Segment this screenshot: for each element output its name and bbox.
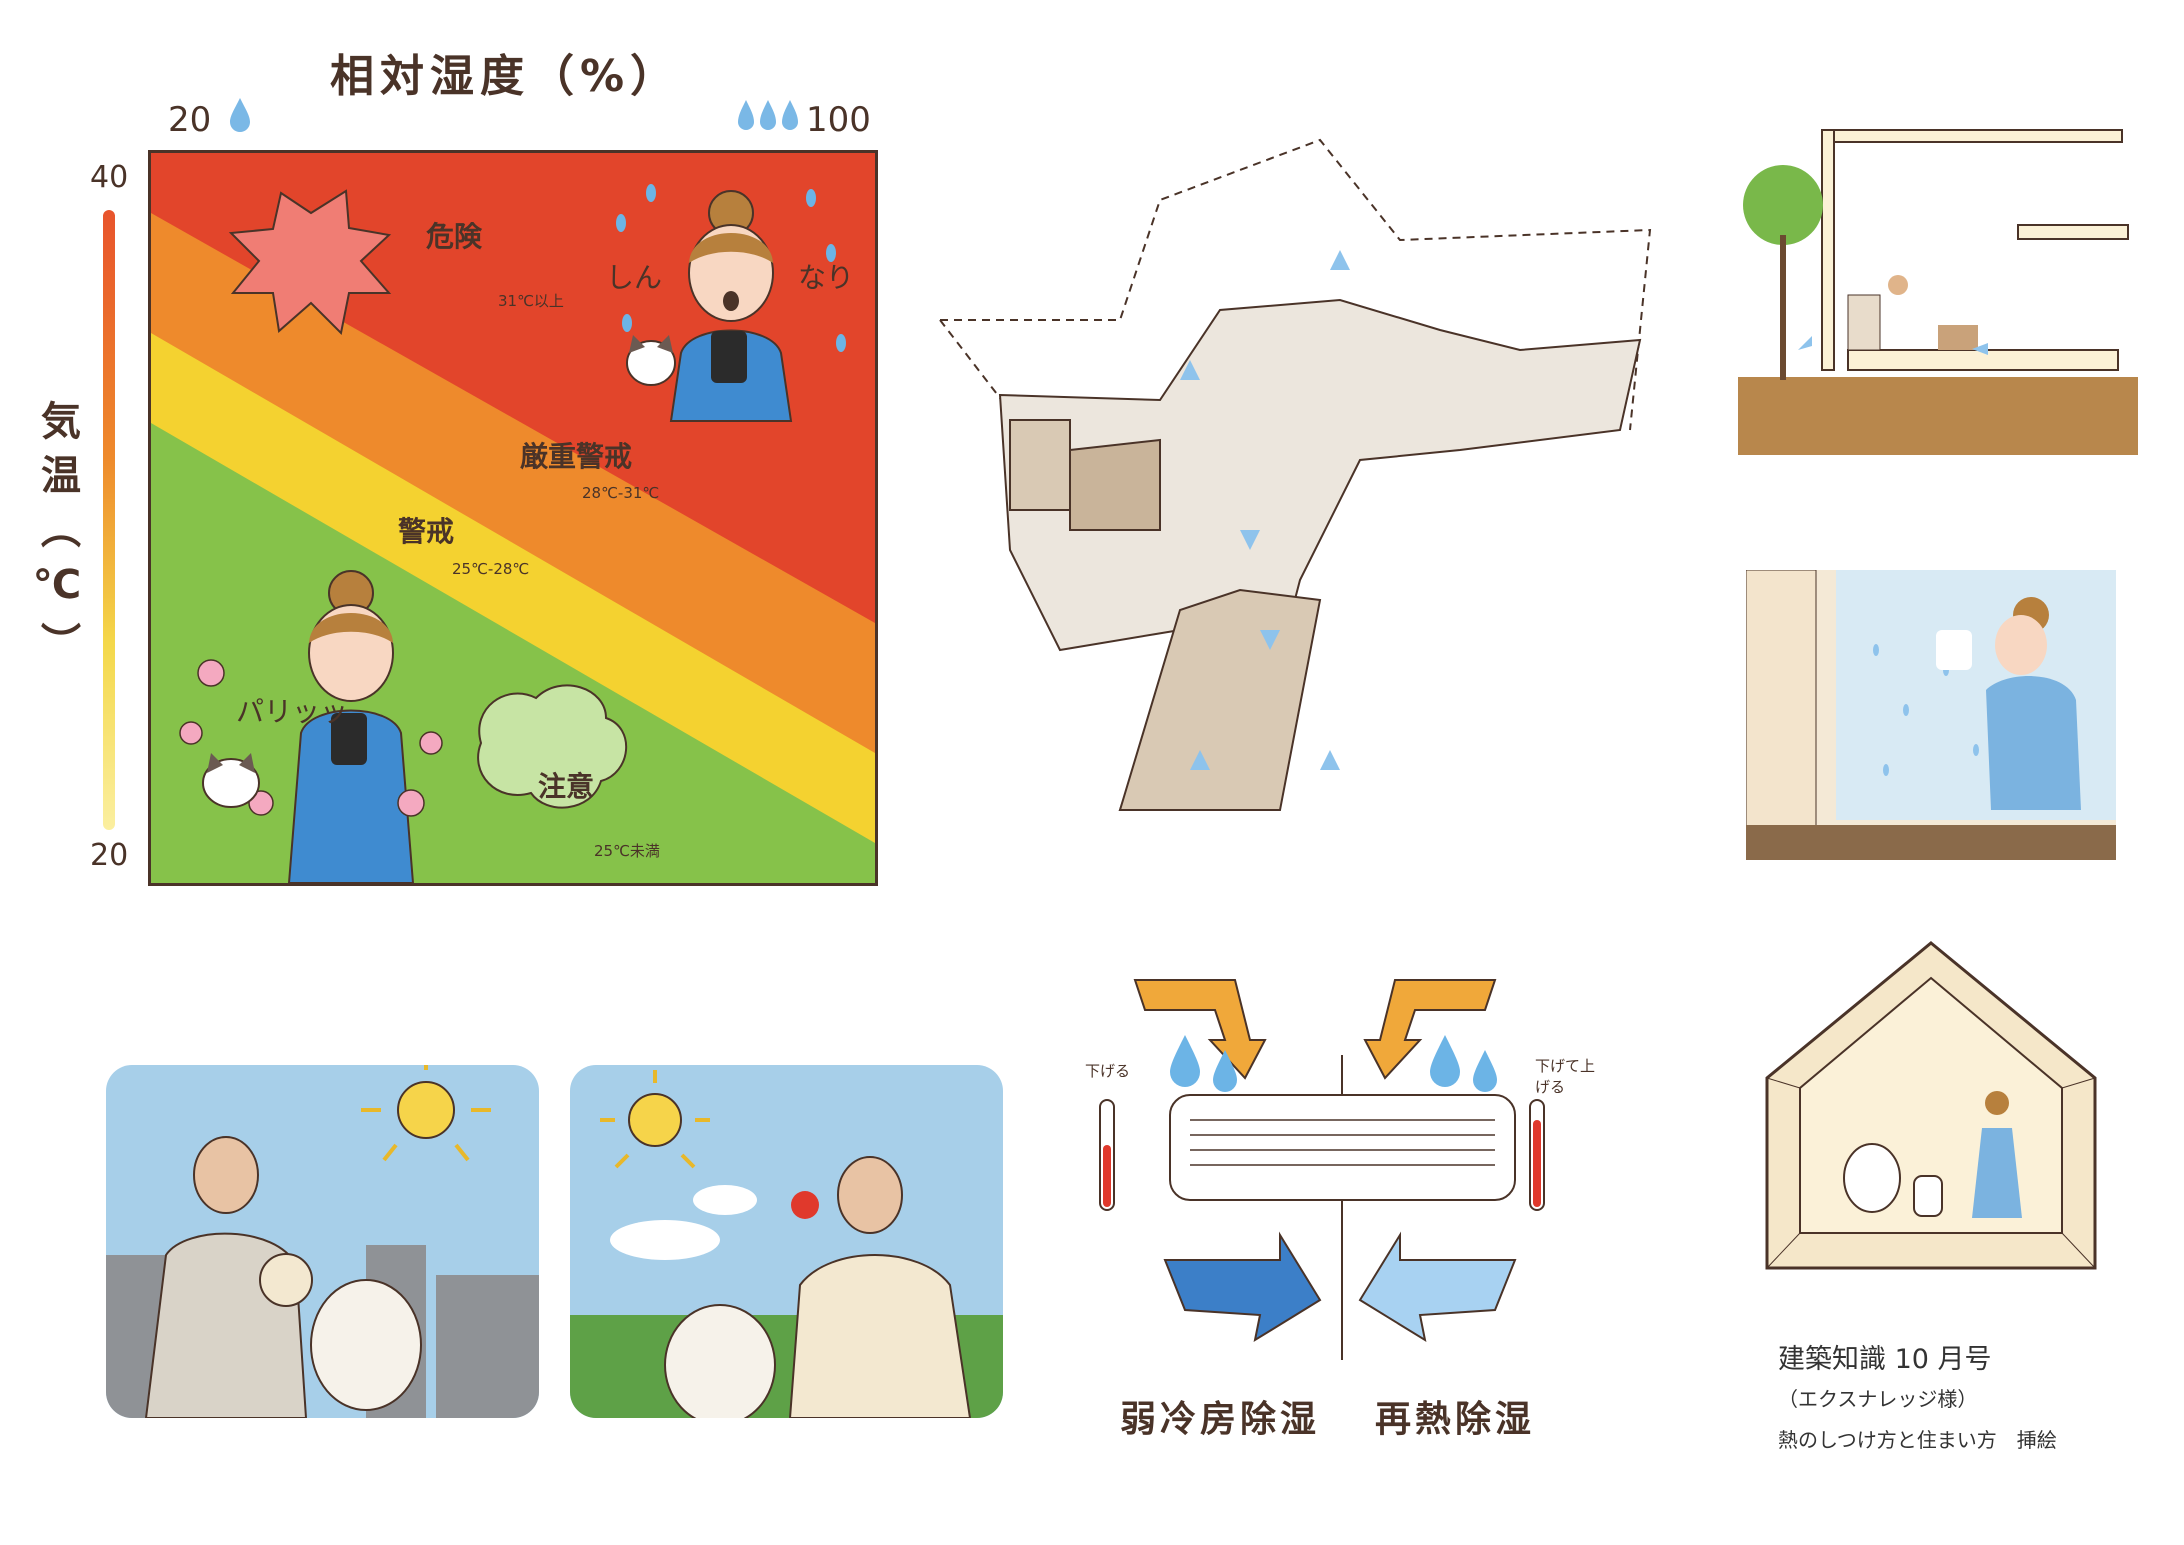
fresh-day-scene [570, 1070, 1003, 1418]
hot-city-panel [106, 1065, 539, 1418]
zone-danger-label: 危険 [426, 220, 483, 253]
single-drop-icon [230, 98, 250, 132]
sweat-drops [616, 184, 846, 352]
sweaty-girl-illustration [669, 190, 793, 422]
zone-caution-range: 25℃未満 [594, 842, 660, 860]
pentagon-house-illustration [1765, 941, 2097, 1270]
house-section-illustration [1738, 129, 2138, 455]
credit-line-3: 熱のしつけ方と住まい方 挿絵 [1778, 1428, 2057, 1452]
water-drops [1170, 1035, 1497, 1092]
window-wiping-illustration [1746, 570, 2116, 860]
orange-arrow-right [1363, 979, 1497, 1080]
onomatopoeia-shin: しん [606, 261, 663, 294]
zone-severe-range: 28℃-31℃ [582, 484, 660, 502]
onomatopoeia-pari: パリッッ [236, 695, 349, 728]
sun-face-icon-small [600, 1070, 710, 1169]
fresh-day-panel [570, 1065, 1003, 1418]
air-conditioner-dehumidify-diagram [1099, 979, 1545, 1360]
left-caption: 弱冷房除湿 [1120, 1399, 1321, 1440]
onomatopoeia-nari: なり [798, 261, 855, 294]
chart-title: 相対湿度（%） [330, 51, 681, 102]
y-axis-max-label: 40 [90, 160, 129, 195]
y-axis-min-label: 20 [90, 838, 129, 873]
right-caption: 再熱除湿 [1375, 1399, 1536, 1440]
x-axis-min-label: 20 [168, 100, 212, 140]
dark-blue-arrow [1163, 1231, 1322, 1343]
three-drops-icon [738, 100, 798, 130]
tree-icon [1743, 165, 1823, 245]
humidifier-icon [1913, 1175, 1943, 1217]
zone-caution-label: 注意 [538, 770, 595, 803]
cat-top-illustration [626, 335, 676, 386]
temperature-gradient-bar [103, 210, 115, 830]
sun-face-icon [361, 1065, 491, 1162]
y-axis-title: 気温（℃） [34, 400, 80, 676]
risk-band-graphic [151, 153, 875, 883]
light-blue-arrow [1358, 1231, 1517, 1343]
hot-city-scene [106, 1065, 539, 1418]
zone-warning-label: 警戒 [398, 515, 455, 548]
heat-risk-chart [148, 150, 878, 886]
happy-girl-illustration [287, 570, 415, 883]
cloud-icon-small [693, 1185, 757, 1215]
right-temp-label: 下げて上げる [1535, 1057, 1596, 1096]
zone-warning-range: 25℃-28℃ [452, 560, 530, 578]
cloud-icon [610, 1220, 720, 1260]
caution-blob-badge [477, 684, 628, 809]
x-axis-max-label: 100 [806, 100, 871, 140]
credit-line-1: 建築知識 10 月号 [1778, 1344, 1992, 1375]
cat-bottom-illustration [202, 753, 260, 808]
credit-line-2: （エクスナレッジ様） [1778, 1387, 1978, 1411]
zone-severe-label: 厳重警戒 [520, 440, 633, 473]
danger-burst-badge [228, 189, 392, 336]
apple-icon [791, 1191, 819, 1219]
left-temp-label: 下げる [1085, 1062, 1131, 1080]
orange-arrow-left [1133, 979, 1267, 1080]
air-conditioner-unit [1169, 1094, 1516, 1201]
hand-fan-icon [259, 1253, 313, 1307]
zone-danger-range: 31℃以上 [498, 292, 564, 310]
flower-petals [179, 659, 443, 817]
stairwell-airflow-illustration [939, 138, 1652, 811]
